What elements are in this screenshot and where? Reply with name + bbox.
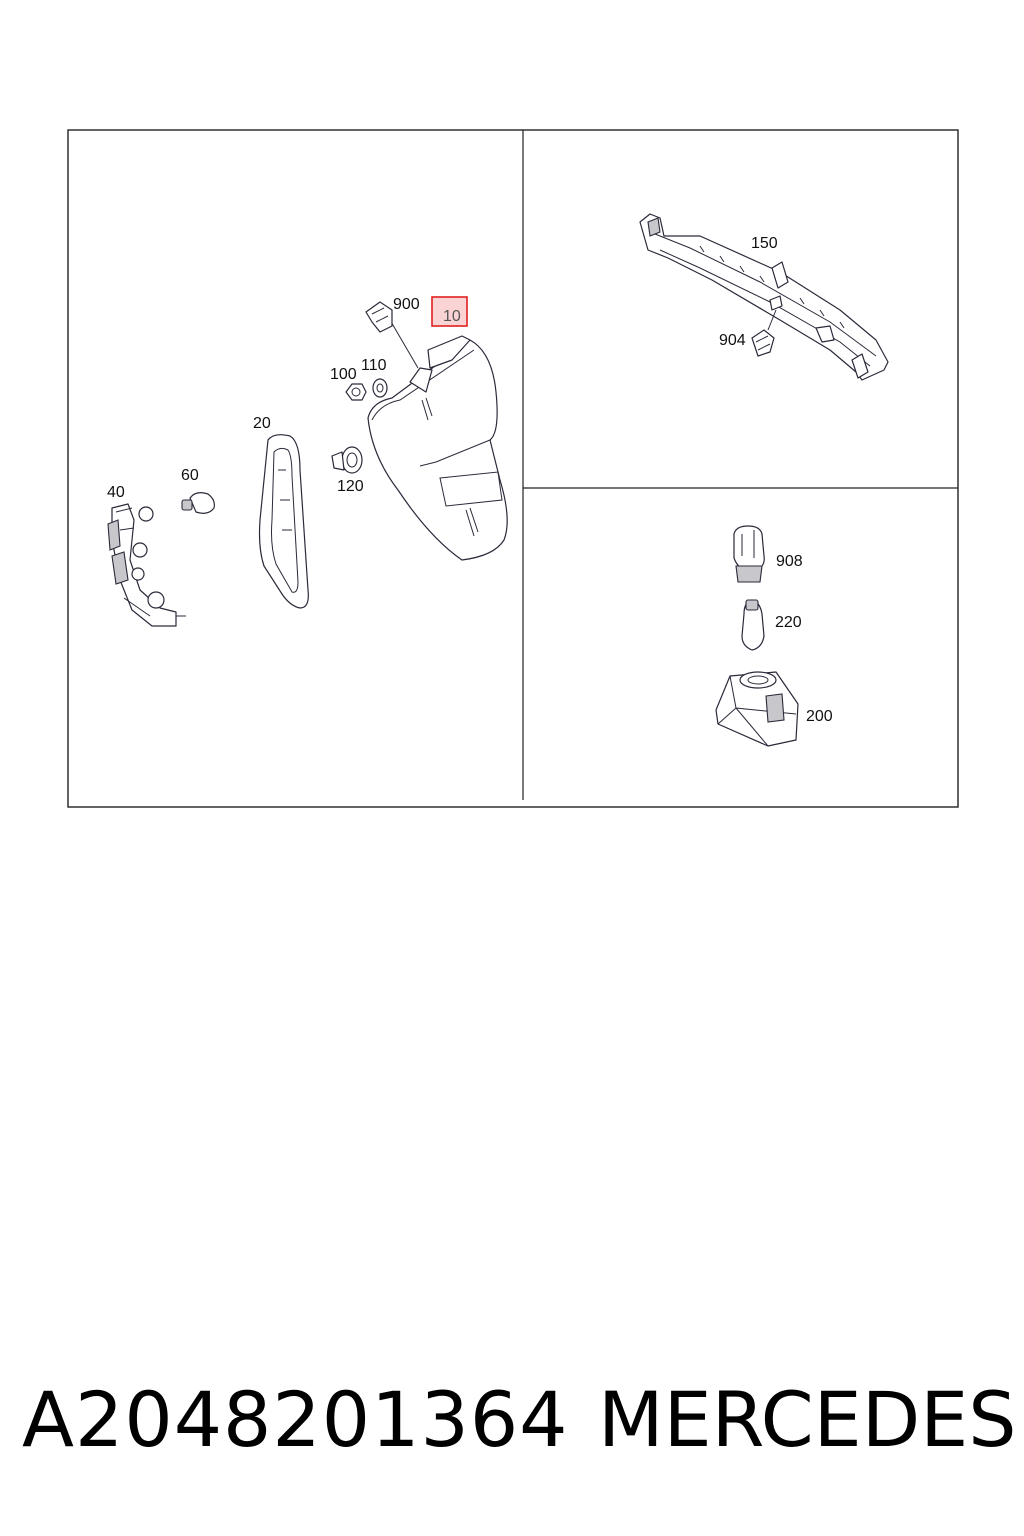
clip-904-illustration	[751, 329, 775, 357]
bulb-220-illustration	[741, 599, 765, 651]
callout-110: 110	[361, 357, 387, 374]
parts-diagram: 900 10 110 100 20 120 60 40 150 904	[67, 129, 959, 808]
part-number: A2048201364	[22, 1375, 569, 1464]
callout-120: 120	[337, 478, 364, 495]
bulb-60-illustration	[181, 492, 215, 514]
callout-10-highlight	[431, 296, 468, 327]
callout-20: 20	[253, 415, 271, 432]
callout-200: 200	[806, 708, 833, 725]
bulb-carrier-40-illustration	[107, 503, 186, 627]
tail-lamp-illustration	[367, 319, 508, 561]
nut-100-illustration	[345, 383, 367, 401]
diagram-frame	[67, 129, 959, 808]
callout-904: 904	[719, 332, 746, 349]
licence-lamp-200-illustration	[715, 671, 799, 747]
bulb-socket-908-illustration	[733, 525, 765, 583]
brand-name: MERCEDES	[598, 1375, 1017, 1464]
clip-120-illustration	[331, 446, 363, 474]
callout-10: 10	[443, 308, 461, 325]
callout-908: 908	[776, 553, 803, 570]
callout-150: 150	[751, 235, 778, 252]
callout-220: 220	[775, 614, 802, 631]
footer: A2048201364 MERCEDES	[0, 1370, 1024, 1470]
callout-40: 40	[107, 484, 125, 501]
connector-900-illustration	[365, 301, 393, 333]
callout-100: 100	[330, 366, 357, 383]
callout-900: 900	[393, 296, 420, 313]
bracket-150-illustration	[639, 213, 889, 381]
callout-60: 60	[181, 467, 199, 484]
washer-110-illustration	[372, 378, 388, 398]
gasket-20-illustration	[258, 434, 309, 609]
